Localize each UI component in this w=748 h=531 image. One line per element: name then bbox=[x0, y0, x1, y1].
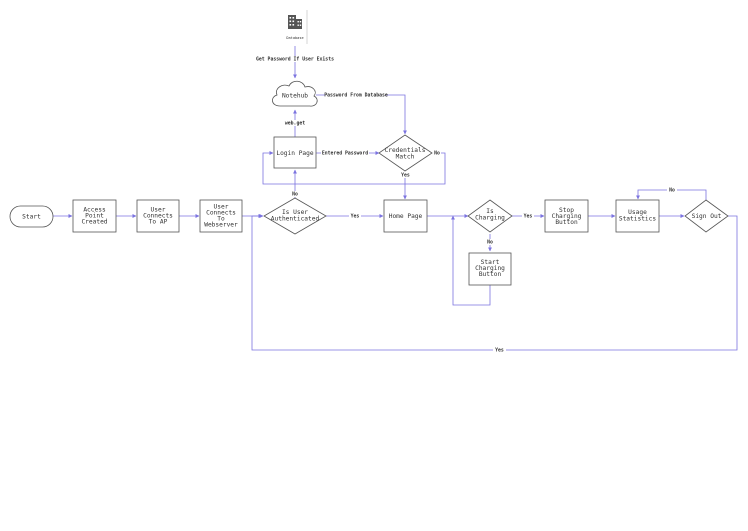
edge-label-signout-no: No bbox=[669, 188, 675, 194]
edge-label-signout-yes: Yes bbox=[495, 348, 504, 354]
login-page-label: Login Page bbox=[276, 150, 314, 157]
edge-credentials-no-login bbox=[262, 151, 446, 185]
edge-label-password-from-db: Password From Database bbox=[324, 93, 388, 99]
is-user-authenticated-line1: Is User bbox=[282, 209, 308, 216]
credentials-match-line1: Credentials bbox=[385, 147, 426, 154]
usage-statistics-line2: Statistics bbox=[619, 216, 657, 223]
is-user-authenticated-line2: Authenticated bbox=[271, 216, 320, 223]
edge-label-cred-no: No bbox=[434, 151, 440, 157]
start-charging-line2: Charging bbox=[475, 265, 505, 272]
start-label: Start bbox=[22, 214, 41, 221]
user-connects-ap-line3: To AP bbox=[149, 219, 168, 226]
edge-labels: Get Password If User Exists Password Fro… bbox=[256, 56, 677, 354]
access-point-line1: Access bbox=[83, 207, 106, 214]
stop-charging-line1: Stop bbox=[559, 207, 574, 214]
access-point-line3: Created bbox=[81, 219, 107, 226]
stop-charging-line2: Charging bbox=[552, 213, 582, 220]
user-connects-webserver-line2: Connects bbox=[206, 210, 236, 217]
user-connects-webserver-line3: To bbox=[217, 216, 225, 223]
is-charging-node: Is Charging bbox=[467, 199, 513, 233]
user-connects-webserver-line4: Webserver bbox=[204, 222, 238, 229]
start-charging-node: Start Charging Button bbox=[468, 252, 512, 286]
notehub-node: Notehub bbox=[272, 80, 318, 107]
edge-label-get-password: Get Password If User Exists bbox=[256, 57, 334, 63]
usage-statistics-line1: Usage bbox=[628, 209, 647, 216]
credentials-match-line2: Match bbox=[396, 154, 415, 161]
user-connects-webserver-line1: User bbox=[214, 204, 229, 211]
is-charging-line1: Is bbox=[486, 208, 494, 215]
credentials-match-node: Credentials Match bbox=[378, 134, 433, 172]
edge-label-cred-yes: Yes bbox=[401, 173, 410, 179]
edge-notehub-credentials bbox=[316, 94, 407, 135]
user-connects-webserver-node: User Connects To Webserver bbox=[199, 199, 243, 233]
stop-charging-line3: Button bbox=[555, 219, 578, 226]
edge-label-charging-no: No bbox=[487, 240, 493, 246]
sign-out-node: Sign Out bbox=[684, 199, 729, 233]
home-page-node: Home Page bbox=[383, 199, 428, 233]
start-charging-line1: Start bbox=[481, 259, 500, 266]
is-user-authenticated-node: Is User Authenticated bbox=[263, 197, 327, 235]
user-connects-ap-line2: Connects bbox=[143, 213, 173, 220]
edge-label-charging-yes: Yes bbox=[524, 214, 533, 220]
building-icon bbox=[288, 15, 302, 29]
edge-label-auth-yes: Yes bbox=[351, 214, 360, 220]
edge-label-entered-password: Entered Password bbox=[322, 151, 368, 157]
database-label: Database bbox=[286, 36, 303, 40]
access-point-line2: Point bbox=[85, 213, 104, 220]
sign-out-label: Sign Out bbox=[692, 213, 722, 220]
edge-label-auth-no: No bbox=[292, 192, 298, 198]
access-point-node: Access Point Created bbox=[72, 199, 117, 233]
start-charging-line3: Button bbox=[479, 271, 502, 278]
edge-label-web-get: web.get bbox=[285, 121, 305, 127]
notehub-label: Notehub bbox=[282, 93, 308, 100]
user-connects-ap-node: User Connects To AP bbox=[136, 199, 180, 233]
edge-startcharging-loop bbox=[451, 215, 491, 306]
start-node: Start bbox=[9, 205, 54, 228]
login-page-node: Login Page bbox=[273, 136, 317, 169]
home-page-label: Home Page bbox=[389, 213, 423, 220]
usage-statistics-node: Usage Statistics bbox=[615, 199, 660, 233]
is-charging-line2: Charging bbox=[475, 215, 505, 222]
cloud-icon bbox=[272, 80, 318, 107]
stop-charging-node: Stop Charging Button bbox=[544, 199, 589, 233]
database-node: Database bbox=[286, 10, 308, 44]
edges bbox=[53, 46, 738, 351]
user-connects-ap-line1: User bbox=[151, 207, 166, 214]
